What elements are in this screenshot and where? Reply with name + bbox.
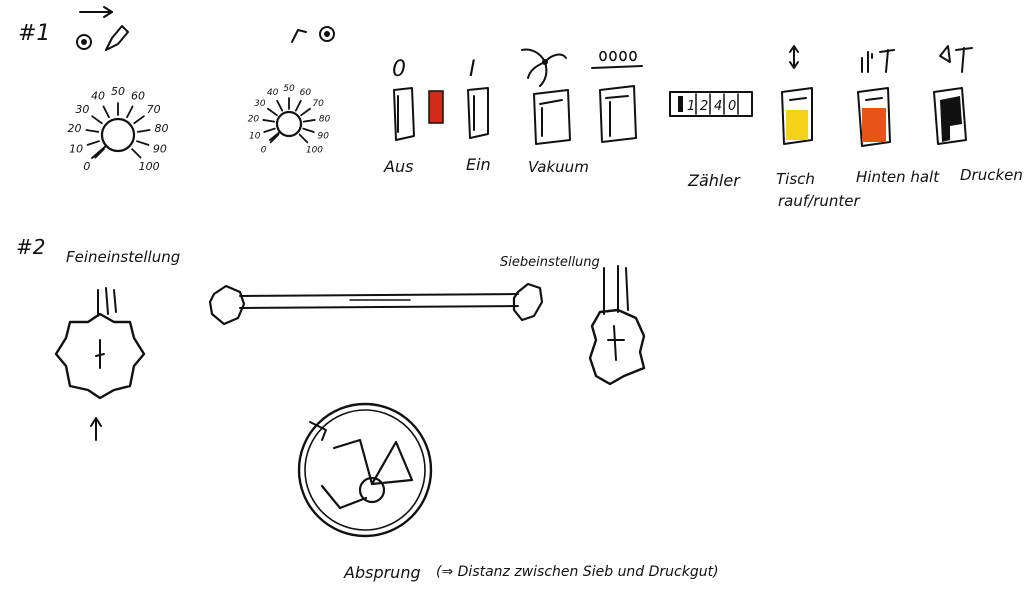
indicator-label-table-2: rauf/runter [778,192,860,210]
dial-tick-label: 100 [306,146,323,156]
screen-adjust-knob[interactable] [588,265,646,386]
counter-digit: 0 [728,99,736,114]
dial-tick [269,133,280,144]
dial-tick [267,107,278,117]
indicator-orange [862,108,886,142]
fan-icon [521,48,567,87]
fine-adjust-label: Feineinstellung [66,248,180,266]
switch-back-stop[interactable] [857,87,891,147]
counter-display: 1 2 4 0 [669,91,753,117]
switch-label-vacuum: Vakuum [528,158,589,176]
dial-tick-label: 10 [249,131,261,141]
dial-tick-label: 70 [147,103,161,116]
dial-tick-label: 0 [261,146,267,156]
dial-tick [294,99,302,112]
dial-tick-label: 20 [248,115,260,125]
stop-symbol-icon [861,49,895,73]
switch-off[interactable] [393,87,415,141]
dial-tick-label: 0 [83,160,90,173]
up-arrow-icon [90,417,102,441]
dial-tick-label: 60 [131,90,145,103]
small-arrow-icon [291,29,307,43]
dial-tick-label: 40 [91,90,105,103]
dial-tick [263,127,276,133]
counter-digit: 2 [700,99,708,114]
dial-tick [102,105,110,119]
dial-tick [133,115,145,125]
switch-symbol-on: I [469,57,476,82]
switch-label-on: Ein [466,155,491,174]
jump-label: Absprung [343,563,421,582]
switch-print[interactable] [933,87,967,145]
dial-tick [302,119,316,123]
jump-note: (⇒ Distanz zwischen Sieb und Druckgut) [436,564,719,580]
right-arrow-icon [79,6,113,18]
indicator-label-back-stop: Hinten halt [856,168,940,186]
knob-icon [76,34,92,50]
dial-tick [302,127,315,133]
switch-symbol-off: 0 [392,57,406,82]
dial-tick [298,133,309,144]
dial-tick-label: 70 [312,99,324,109]
dial-tick-label: 100 [139,160,160,173]
dial-tick-label: 30 [254,99,266,109]
dial-tick-label: 80 [154,122,168,135]
counter-label: Zähler [687,171,741,190]
section-1-marker: #1 [18,21,50,46]
section-2-marker: #2 [16,235,45,259]
indicator-label-table-1: Tisch [776,170,815,188]
small-knob-icon [319,26,335,42]
switch-table[interactable] [781,87,813,145]
dial-tick-label: 60 [300,88,312,98]
dial-tick [131,148,142,159]
counter-digit: 1 [687,99,695,114]
dial-small-ticks [262,97,316,144]
switch-on[interactable] [467,87,489,139]
switch-label-off: Aus [383,157,413,176]
dial-tick [94,148,105,159]
dial-tick-label: 90 [318,131,330,141]
handwheel[interactable] [297,402,433,538]
dial-tick [276,99,284,112]
dial-tick-label: 30 [75,103,89,116]
dial-tick [91,115,103,125]
dial-tick [262,119,276,123]
switch-roller[interactable] [599,85,637,143]
dial-tick-label: 50 [283,84,295,94]
indicator-yellow [786,110,808,140]
dial-large-ticks [85,102,151,159]
indicator-label-print: Drucken [960,166,1023,184]
dial-tick-label: 40 [267,88,279,98]
dial-tick [126,105,134,119]
dial-tick-label: 10 [69,142,83,155]
dial-tick [300,107,311,117]
dial-tick [86,140,100,146]
roller-icon [591,50,643,69]
dial-tick-label: 50 [111,85,125,98]
pen-icon [105,25,129,51]
switch-vacuum[interactable] [533,89,571,145]
dial-tick-label: 80 [319,115,331,125]
dial-tick [136,140,150,146]
dial-tick-label: 90 [153,142,167,155]
screen-adjust-label: Siebeinstellung [500,255,600,270]
red-indicator-lamp [428,90,444,124]
dial-tick [85,129,100,133]
dial-tick [136,129,151,133]
up-down-arrow-icon [789,45,799,69]
screen-bar[interactable] [208,282,544,326]
print-symbol-icon [939,45,973,73]
counter-digit: 4 [714,99,722,114]
dial-tick-label: 20 [68,122,82,135]
fine-adjust-knob[interactable] [54,287,146,400]
